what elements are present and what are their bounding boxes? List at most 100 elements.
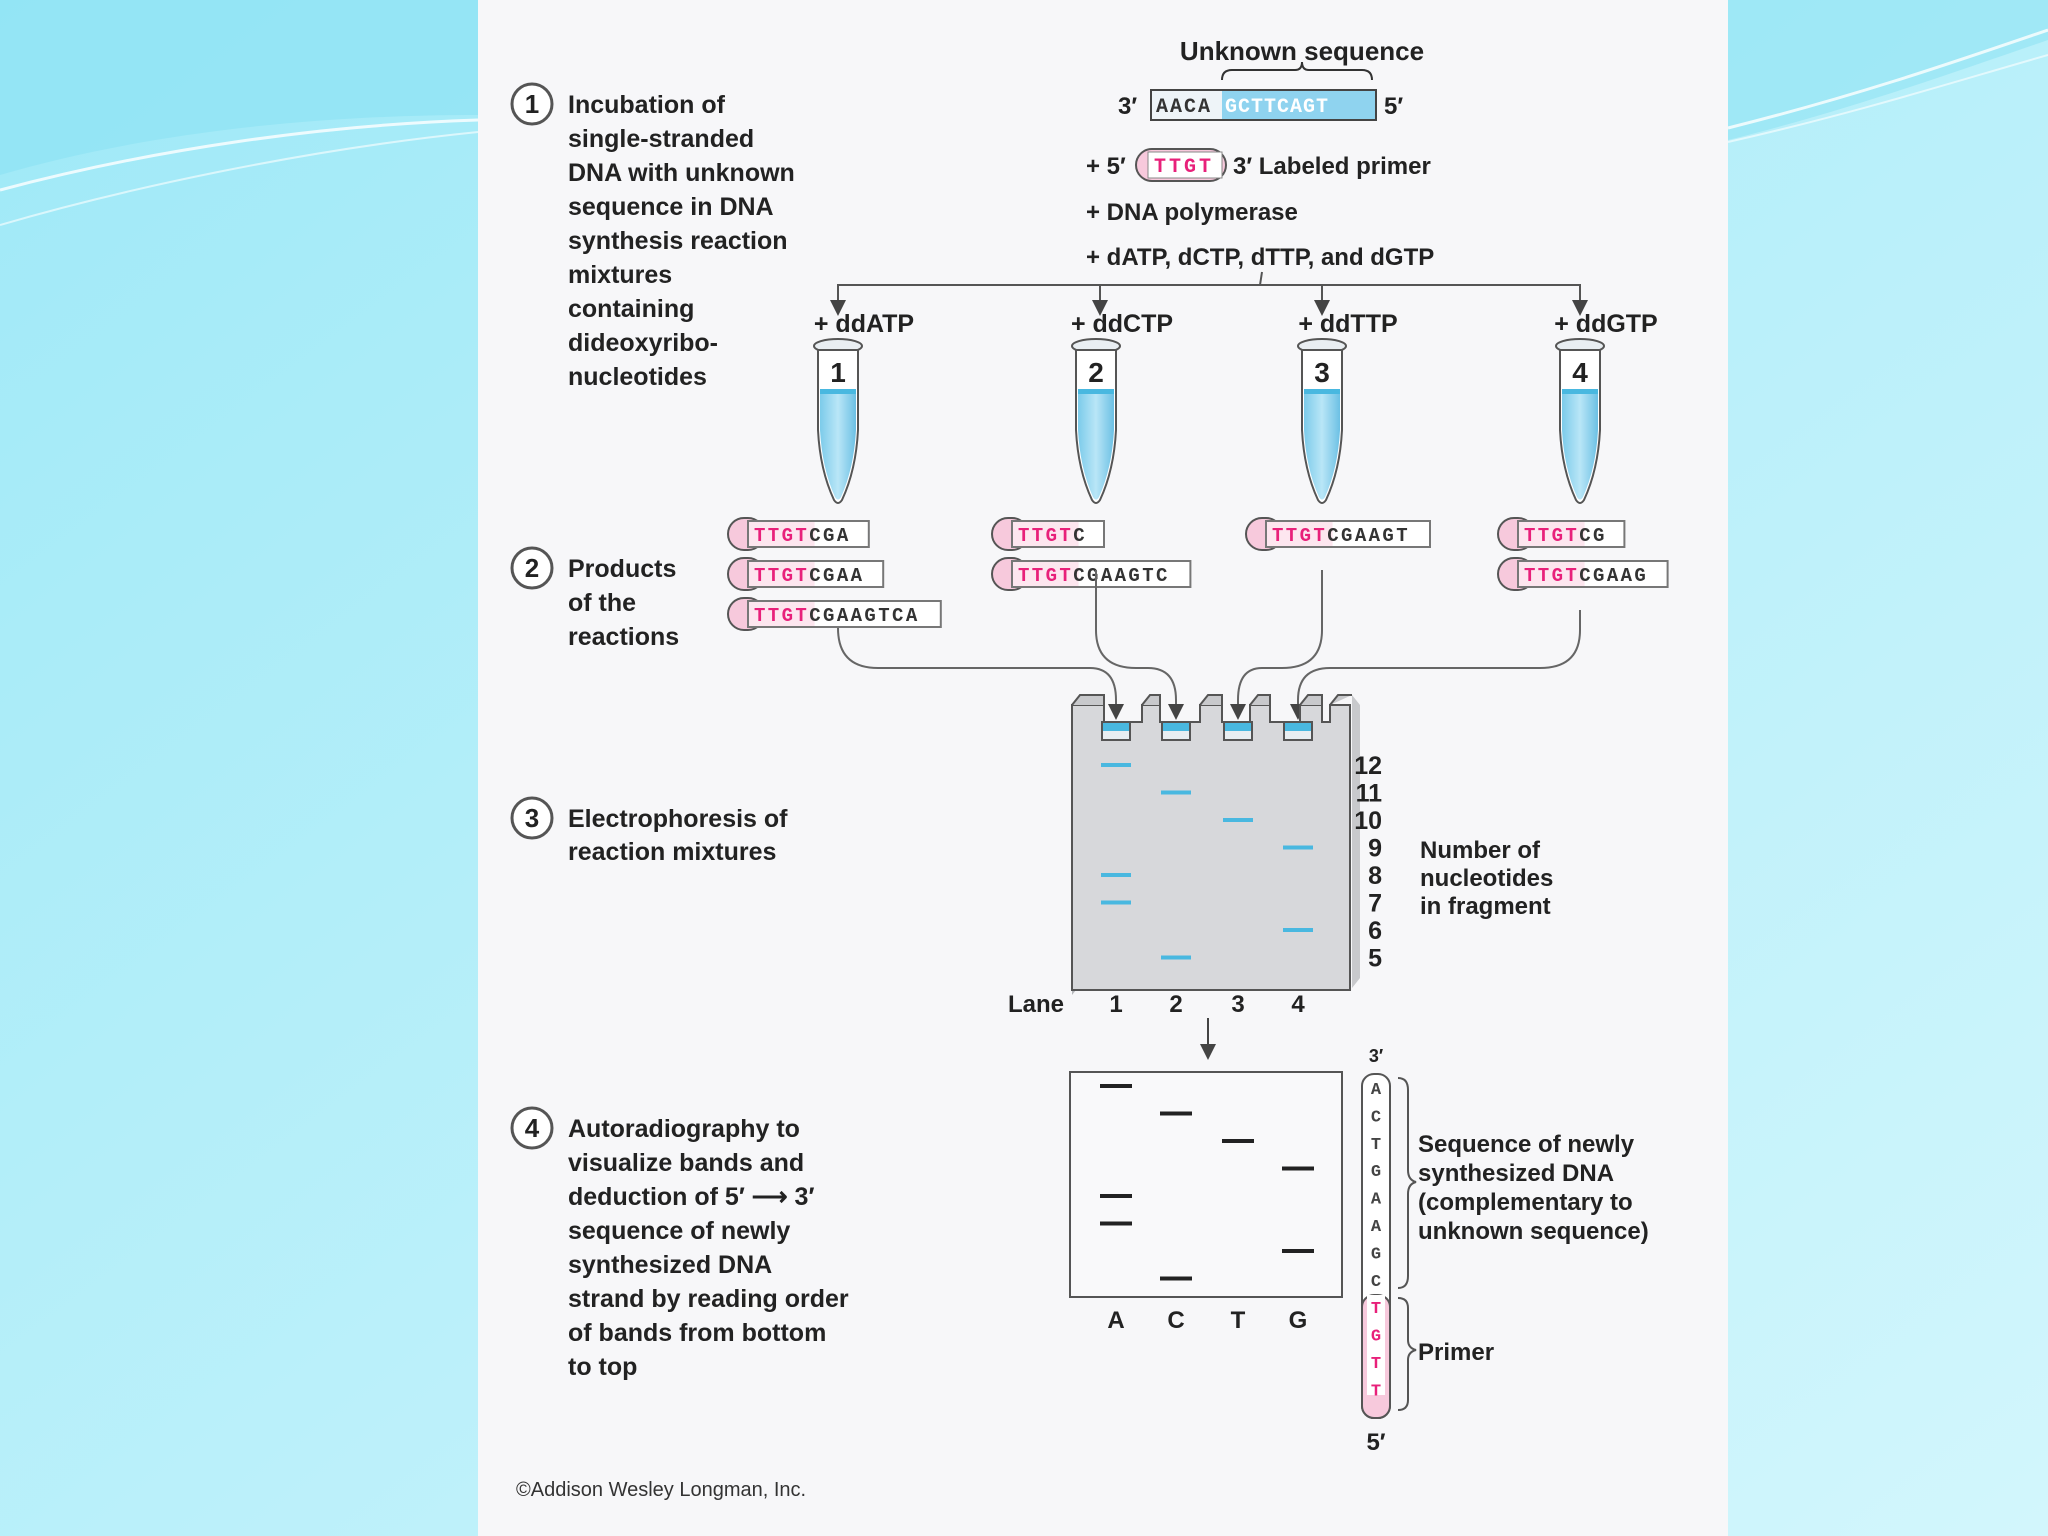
product-sequence: TTGTC (1018, 525, 1087, 547)
template-known: AACA (1156, 96, 1212, 119)
sequence-brace (1397, 1077, 1417, 1289)
autorad-lane-G: G (1289, 1307, 1308, 1334)
step-2-line-2: of the (568, 589, 636, 617)
step-4-line-1: Autoradiography to (568, 1115, 800, 1143)
gel-lane-2: 2 (1169, 991, 1182, 1018)
tube-4-number: 4 (1572, 357, 1588, 388)
readout-base: C (1371, 1108, 1381, 1127)
sequence-caption-3: (complementary to (1418, 1189, 1633, 1216)
tube-2-reagent: + ddCTP (1071, 310, 1173, 338)
autorad-band (1100, 1194, 1132, 1198)
left-swoosh (0, 0, 478, 175)
tube-2-number: 2 (1088, 357, 1104, 388)
lane-word: Lane (1008, 991, 1064, 1018)
readout-base: G (1371, 1163, 1381, 1182)
template-5prime: 5′ (1384, 93, 1403, 120)
step-1-line-7: containing (568, 295, 694, 323)
product-fragment: TTGTCGAAGTC (991, 557, 1192, 591)
dntps-label: + dATP, dCTP, dTTP, and dGTP (1086, 244, 1434, 271)
fragment-size-8: 8 (1368, 862, 1382, 890)
sequence-caption-1: Sequence of newly (1418, 1131, 1635, 1158)
gel-band (1101, 873, 1131, 877)
product-fragment: TTGTCGAAGTCA (727, 597, 942, 631)
size-caption-1: Number of (1420, 837, 1541, 864)
labeled-primer-glyph (1135, 148, 1227, 182)
fragment-size-12: 12 (1354, 752, 1382, 780)
step-4-line-7: of bands from bottom (568, 1319, 826, 1347)
copyright: ©Addison Wesley Longman, Inc. (516, 1479, 806, 1501)
step-3-line-2: reaction mixtures (568, 838, 776, 866)
step-3-number: 3 (525, 803, 539, 833)
step-2-line-3: reactions (568, 623, 679, 651)
size-caption-2: nucleotides (1420, 865, 1553, 892)
step-4-line-6: strand by reading order (568, 1285, 849, 1313)
step-1-line-3: DNA with unknown (568, 159, 795, 187)
autorad-film (1069, 1071, 1343, 1298)
product-fragment: TTGTC (991, 517, 1105, 551)
unknown-sequence-label: Unknown sequence (1180, 36, 1424, 66)
autorad-band (1100, 1084, 1132, 1088)
tube-4: + ddGTP 4 (1554, 310, 1658, 504)
step-1-line-8: dideoxyribo- (568, 329, 718, 357)
step-1-line-2: single-stranded (568, 125, 754, 153)
gel-band (1223, 818, 1253, 822)
autorad-band (1282, 1166, 1314, 1171)
tube-1-number: 1 (830, 357, 846, 388)
step-4-line-4: sequence of newly (568, 1217, 790, 1245)
readout-base: A (1371, 1218, 1382, 1237)
step-1-line-6: mixtures (568, 261, 672, 289)
tube-3-reagent: + ddTTP (1298, 310, 1397, 338)
step-1-line-4: sequence in DNA (568, 193, 774, 221)
gel-band (1161, 955, 1191, 960)
step-3-line-1: Electrophoresis of (568, 805, 788, 833)
fragment-size-11: 11 (1356, 780, 1383, 808)
template-unknown: GCTTCAGT (1225, 96, 1329, 119)
tube-3-number: 3 (1314, 357, 1330, 388)
autorad-lane-C: C (1167, 1307, 1184, 1334)
reaction-products: TTGTCGATTGTCGAATTGTCGAAGTCATTGTCTTGTCGAA… (727, 517, 1669, 631)
fragment-size-6: 6 (1368, 917, 1382, 945)
polymerase-label: + DNA polymerase (1086, 199, 1298, 226)
product-fragment: TTGTCG (1497, 517, 1626, 551)
step-4-number: 4 (525, 1113, 540, 1143)
gel-band (1283, 845, 1313, 850)
primer-prefix: + 5′ (1086, 153, 1126, 180)
gel-band (1161, 790, 1191, 795)
step-4-line-2: visualize bands and (568, 1149, 804, 1177)
product-sequence: TTGTCGAA (754, 565, 864, 587)
step-2-circle (510, 546, 554, 590)
autorad-band (1160, 1111, 1192, 1116)
gel-lane-3: 3 (1231, 991, 1244, 1018)
autorad-lane-A: A (1107, 1307, 1124, 1334)
readout-base: T (1371, 1355, 1381, 1374)
size-caption-3: in fragment (1420, 893, 1551, 920)
tube-3: + ddTTP 3 (1297, 310, 1398, 504)
step-4-line-8: to top (568, 1353, 637, 1381)
primer-caption: Primer (1418, 1339, 1494, 1366)
step-4-line-5: synthesized DNA (568, 1251, 772, 1279)
step-3-circle (510, 796, 554, 840)
autorad-band (1100, 1221, 1132, 1226)
tube-4-reagent: + ddGTP (1554, 310, 1657, 338)
sequence-caption-4: unknown sequence) (1418, 1218, 1649, 1245)
step-1-line-1: Incubation of (568, 91, 726, 119)
tube-2: + ddCTP 2 (1071, 310, 1173, 504)
step-1-circle (510, 82, 554, 126)
primer-suffix: 3′ Labeled primer (1233, 153, 1431, 180)
gel-band (1101, 900, 1131, 905)
gel-wells (1101, 721, 1313, 741)
step-1-line-5: synthesis reaction (568, 227, 788, 255)
autorad-lane-T: T (1231, 1307, 1246, 1334)
fragment-size-7: 7 (1368, 890, 1382, 918)
readout-3prime: 3′ (1369, 1046, 1383, 1066)
sequence-caption-2: synthesized DNA (1418, 1160, 1614, 1187)
